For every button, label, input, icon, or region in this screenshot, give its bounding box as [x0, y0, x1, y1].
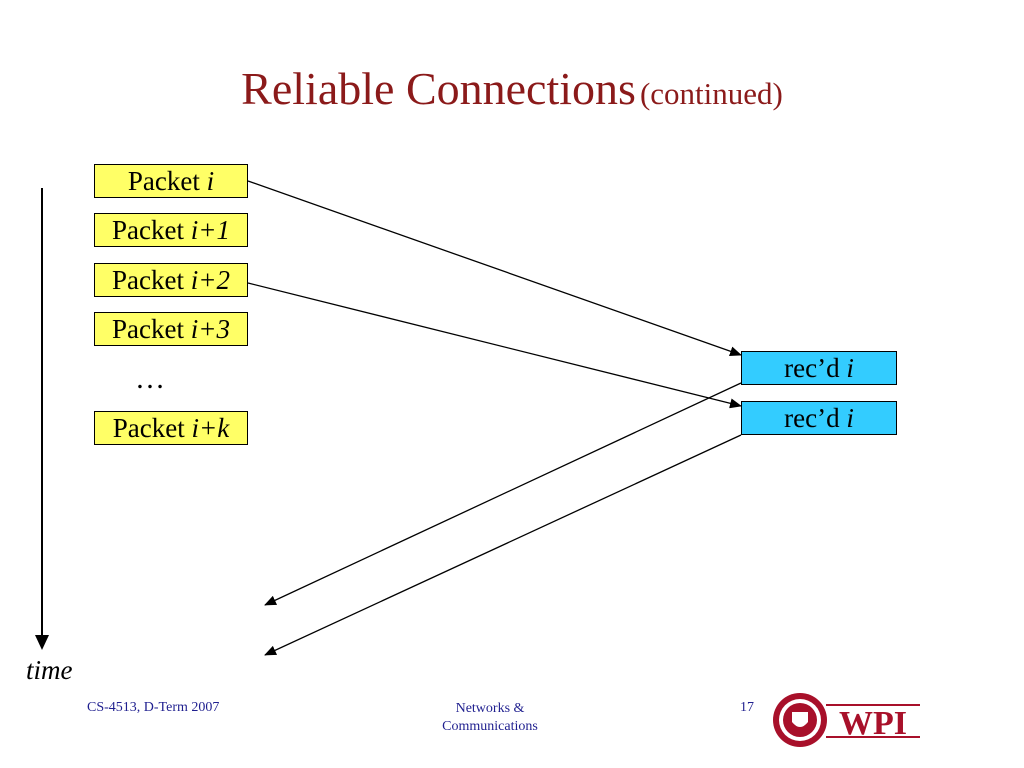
receipt-index: i [846, 403, 854, 433]
packet-index: i+3 [190, 314, 230, 344]
packet-label: Packet [112, 413, 192, 443]
packet-box: Packet i+k [94, 411, 248, 445]
receipt-index: i [846, 353, 854, 383]
packet-label: Packet [112, 215, 191, 245]
footer-topic-line2: Communications [442, 719, 538, 734]
packet-label: Packet [112, 265, 191, 295]
time-label: time [26, 655, 73, 685]
packet-box: Packet i+2 [94, 263, 248, 297]
receipt-label: rec’d [784, 353, 847, 383]
slide-number: 17 [740, 700, 754, 715]
footer-topic-line1: Networks & [455, 701, 525, 716]
packet-label: Packet [127, 166, 207, 196]
slide-title: Reliable Connections (continued) [0, 62, 1024, 115]
footer-topic: Networks & Communications [410, 700, 570, 736]
packet-box: Packet i+3 [94, 312, 248, 346]
packet-box: Packet i [94, 164, 248, 198]
packet-index: i+2 [190, 265, 230, 295]
packet-label: Packet [112, 314, 191, 344]
packet-index: i+1 [190, 215, 230, 245]
wpi-logo: WPI [773, 693, 920, 747]
receipt-1-ack-arrow [264, 382, 742, 606]
footer-course: CS-4513, D-Term 2007 [87, 700, 220, 715]
packet-i2-to-receipt-2-arrow [247, 282, 742, 409]
ellipsis: … [135, 362, 165, 395]
packet-box: Packet i+1 [94, 213, 248, 247]
packet-index: i+k [191, 413, 230, 443]
packet-index: i [206, 166, 215, 196]
receipt-2-ack-arrow [264, 434, 742, 656]
title-subtitle: (continued) [639, 76, 783, 111]
packet-i-to-receipt-1-arrow [247, 180, 742, 357]
wpi-logo-text: WPI [839, 705, 907, 742]
receipt-box: rec’d i [741, 401, 897, 435]
time-axis-arrowhead [35, 635, 49, 650]
receipt-box: rec’d i [741, 351, 897, 385]
title-main: Reliable Connections [241, 63, 636, 114]
receipt-label: rec’d [784, 403, 847, 433]
